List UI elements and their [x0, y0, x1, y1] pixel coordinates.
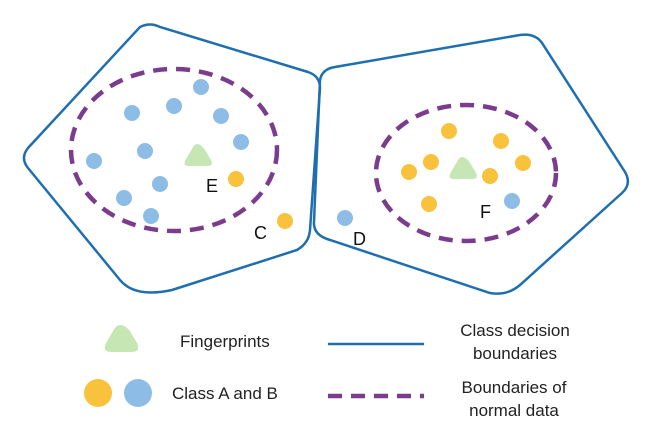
legend-fingerprint-icon [104, 325, 139, 352]
class-a-point-c [277, 213, 293, 229]
class-a-point-e [228, 171, 244, 187]
legend-normal-label-line2: normal data [469, 401, 559, 420]
right-decision-boundary [312, 33, 630, 295]
legend-decision-label-line2: boundaries [473, 344, 557, 363]
left-decision-boundary [22, 23, 322, 294]
class-b-point [143, 208, 159, 224]
class-b-point [152, 176, 168, 192]
legend-decision-label-line1: Class decision [460, 321, 570, 340]
class-b-point-d [337, 210, 353, 226]
legend-classes-label: Class A and B [172, 384, 278, 403]
left-fingerprint [184, 144, 212, 166]
point-label-f: F [480, 202, 491, 222]
class-a-point [441, 123, 457, 139]
class-b-point [137, 143, 153, 159]
right-fingerprint [449, 157, 477, 179]
left-normal-data-boundary [68, 66, 280, 234]
class-a-point [493, 133, 509, 149]
class-a-point [421, 196, 437, 212]
class-b-point [213, 108, 229, 124]
point-label-d: D [353, 229, 366, 249]
legend-fingerprints-label: Fingerprints [180, 332, 270, 351]
class-a-point [482, 168, 498, 184]
class-b-point [124, 105, 140, 121]
class-a-point [401, 164, 417, 180]
legend-class-b-icon [124, 379, 152, 407]
right-normal-data-boundary [373, 102, 559, 244]
class-b-point [166, 98, 182, 114]
class-a-point [423, 154, 439, 170]
class-a-point [515, 155, 531, 171]
legend: Fingerprints Class A and B Class decisio… [84, 321, 570, 420]
point-label-e: E [206, 176, 218, 196]
legend-normal-label-line1: Boundaries of [462, 378, 567, 397]
class-b-point [116, 190, 132, 206]
class-b-point [233, 134, 249, 150]
point-label-c: C [254, 223, 267, 243]
legend-class-a-icon [84, 379, 112, 407]
class-b-point [193, 79, 209, 95]
class-b-point-f [504, 193, 520, 209]
class-b-point [86, 153, 102, 169]
